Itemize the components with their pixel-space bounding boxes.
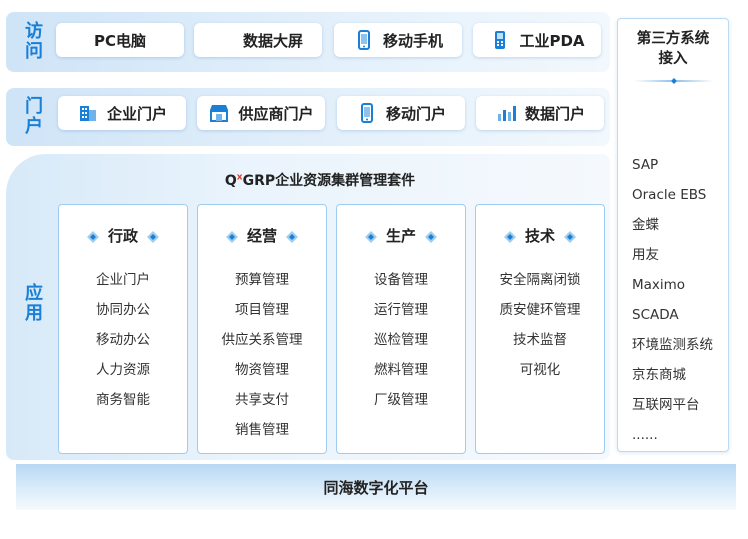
application-layer-label: 应 用 [25, 283, 43, 324]
platform-label: 同海数字化平台 [323, 478, 429, 497]
list-item[interactable]: 供应关系管理 [221, 332, 303, 348]
diamond-right-icon [564, 230, 576, 243]
portal-card-label: 数据门户 [524, 104, 585, 123]
list-item[interactable]: 物资管理 [235, 362, 289, 378]
module-list: 预算管理 项目管理 供应关系管理 物资管理 共享支付 销售管理 [198, 265, 326, 445]
diamond-left-icon [503, 230, 516, 243]
list-item[interactable]: 销售管理 [235, 422, 289, 438]
module-list: 企业门户 协同办公 移动办公 人力资源 商务智能 [59, 265, 187, 415]
access-card-pda[interactable]: 工业PDA [473, 23, 601, 57]
list-item[interactable]: 用友 [632, 247, 659, 263]
list-item[interactable]: 厂级管理 [374, 392, 428, 408]
portal-card-data[interactable]: 数据门户 [476, 96, 604, 130]
access-card-mobile[interactable]: 移动手机 [334, 23, 462, 57]
third-party-panel: 第三方系统 接入 SAP Oracle EBS 金蝶 用友 Maximo SCA… [617, 18, 729, 452]
access-card-pc[interactable]: PC电脑 [56, 23, 184, 57]
portal-card-enterprise[interactable]: 企业门户 [58, 96, 186, 130]
module-title: 生产 [337, 225, 465, 246]
list-item[interactable]: 移动办公 [96, 332, 150, 348]
module-title: 经营 [198, 225, 326, 246]
access-card-big-screen[interactable]: 数据大屏 [194, 23, 322, 57]
diamond-right-icon [286, 230, 298, 243]
building-icon [77, 102, 99, 124]
diamond-right-icon [147, 230, 159, 243]
list-item[interactable]: Maximo [632, 277, 686, 293]
list-item[interactable]: 运行管理 [374, 302, 428, 318]
module-column-admin: 行政 企业门户 协同办公 移动办公 人力资源 商务智能 [58, 204, 188, 454]
pda-device-icon [489, 29, 511, 51]
list-item: ...... [632, 427, 658, 443]
list-item[interactable]: Oracle EBS [632, 187, 707, 203]
list-item[interactable]: 共享支付 [235, 392, 289, 408]
storefront-icon [208, 102, 230, 124]
suite-title: QxGRP企业资源集群管理套件 [224, 172, 416, 189]
list-item[interactable]: 设备管理 [374, 272, 428, 288]
access-layer-label: 访 问 [25, 21, 43, 62]
list-item[interactable]: 商务智能 [96, 392, 150, 408]
list-item[interactable]: 质安健环管理 [499, 302, 581, 318]
list-item[interactable]: SCADA [632, 307, 679, 323]
module-list: 设备管理 运行管理 巡检管理 燃料管理 厂级管理 [337, 265, 465, 415]
list-item[interactable]: 京东商城 [632, 367, 686, 383]
bar-chart-icon [495, 102, 517, 124]
diamond-left-icon [364, 230, 377, 243]
portal-layer-label: 门 户 [25, 96, 43, 137]
portal-card-supplier[interactable]: 供应商门户 [197, 96, 325, 130]
third-party-title: 第三方系统 接入 [636, 31, 710, 67]
list-item[interactable]: 金蝶 [632, 217, 659, 233]
list-item[interactable]: 人力资源 [96, 362, 150, 378]
access-card-label: 数据大屏 [242, 31, 303, 50]
module-column-production: 生产 设备管理 运行管理 巡检管理 燃料管理 厂级管理 [336, 204, 466, 454]
third-party-list: SAP Oracle EBS 金蝶 用友 Maximo SCADA 环境监测系统… [632, 150, 713, 450]
list-item[interactable]: 项目管理 [235, 302, 289, 318]
access-card-label: 工业PDA [519, 31, 585, 50]
platform-base: 同海数字化平台 [16, 464, 736, 510]
list-item[interactable]: 巡检管理 [374, 332, 428, 348]
module-title: 行政 [59, 225, 187, 246]
list-item[interactable]: 可视化 [519, 362, 561, 378]
module-title: 技术 [476, 225, 604, 246]
portal-card-label: 供应商门户 [238, 104, 314, 123]
list-item[interactable]: 安全隔离闭锁 [499, 272, 581, 288]
list-item[interactable]: 燃料管理 [374, 362, 428, 378]
list-item[interactable]: 协同办公 [96, 302, 150, 318]
list-item[interactable]: 环境监测系统 [632, 337, 713, 353]
module-column-technology: 技术 安全隔离闭锁 质安健环管理 技术监督 可视化 [475, 204, 605, 454]
access-card-label: 移动手机 [382, 31, 443, 50]
divider-glow [634, 78, 714, 84]
list-item[interactable]: 企业门户 [96, 272, 150, 288]
access-card-label: PC电脑 [93, 31, 146, 50]
list-item[interactable]: SAP [632, 157, 659, 173]
portal-card-label: 企业门户 [106, 104, 167, 123]
mobile-phone-icon [353, 29, 375, 51]
diamond-right-icon [425, 230, 437, 243]
list-item[interactable]: 技术监督 [513, 332, 567, 348]
module-column-operations: 经营 预算管理 项目管理 供应关系管理 物资管理 共享支付 销售管理 [197, 204, 327, 454]
portal-card-mobile[interactable]: 移动门户 [337, 96, 465, 130]
mobile-phone-icon [356, 102, 378, 124]
list-item[interactable]: 互联网平台 [632, 397, 700, 413]
diamond-left-icon [86, 230, 99, 243]
suite-title-superscript: x [236, 172, 243, 183]
list-item[interactable]: 预算管理 [235, 272, 289, 288]
module-list: 安全隔离闭锁 质安健环管理 技术监督 可视化 [476, 265, 604, 385]
diamond-left-icon [225, 230, 238, 243]
portal-card-label: 移动门户 [385, 104, 446, 123]
